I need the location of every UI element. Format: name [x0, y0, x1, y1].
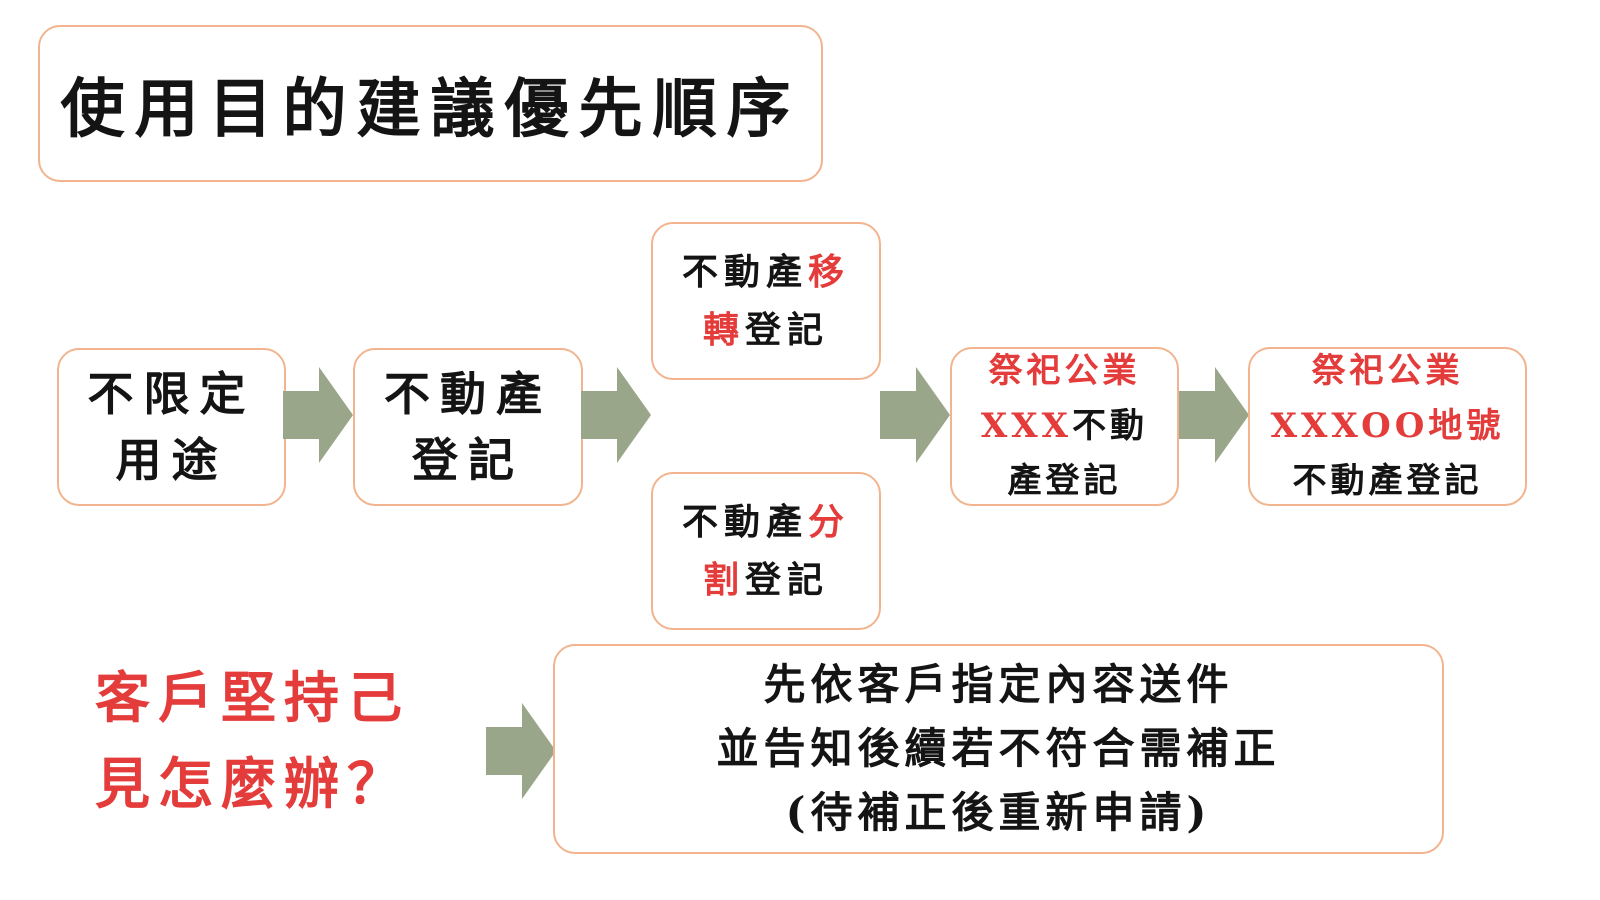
ancestral-trust-lot-registration-box: 祭祀公業 XXXOO地號 不動產登記 — [1248, 347, 1527, 506]
split-line1-text: 不動產 — [681, 501, 808, 543]
customer-question-line2: 見怎麼辦？ — [95, 751, 411, 816]
transfer-line1-highlight: 移 — [808, 251, 851, 293]
transfer-registration-box: 不動產移 轉登記 — [651, 222, 881, 380]
ancestral-trust-lot-line3: 不動產登記 — [1292, 461, 1483, 501]
customer-question: 客戶堅持己 見怎麼辦？ — [95, 655, 455, 827]
ancestral-trust-line3: 產登記 — [1007, 461, 1122, 501]
right-arrow-icon — [880, 367, 950, 463]
split-registration-line2: 割登記 — [703, 551, 829, 609]
right-arrow-icon — [1179, 367, 1249, 463]
split-registration-line1: 不動產分 — [682, 493, 850, 551]
split-line1-highlight: 分 — [808, 501, 851, 543]
real-estate-registration-line1: 不動產 — [384, 367, 552, 421]
advice-line3: (待補正後重新申請) — [785, 788, 1212, 837]
transfer-registration-line2: 轉登記 — [703, 301, 829, 359]
page-title: 使用目的建議優先順序 — [60, 71, 801, 147]
transfer-line2-text: 登記 — [745, 309, 830, 351]
real-estate-registration-line2: 登記 — [412, 433, 524, 487]
ancestral-trust-line2-highlight: XXX — [980, 406, 1073, 446]
customer-question-line1: 客戶堅持己 — [95, 665, 411, 730]
ancestral-trust-line2-text: 不動 — [1072, 406, 1149, 446]
title-box: 使用目的建議優先順序 — [38, 25, 823, 182]
ancestral-trust-lot-line2: XXXOO地號 — [1270, 406, 1505, 446]
right-arrow-icon — [486, 703, 556, 799]
split-registration-box: 不動產分 割登記 — [651, 472, 881, 630]
ancestral-trust-line1: 祭祀公業 — [988, 351, 1141, 391]
transfer-registration-line1: 不動產移 — [682, 243, 850, 301]
split-line2-text: 登記 — [745, 559, 830, 601]
right-arrow-icon — [581, 367, 651, 463]
unrestricted-use-box: 不限定 用途 — [57, 348, 286, 506]
advice-line2: 並告知後續若不符合需補正 — [716, 724, 1281, 773]
right-arrow-icon — [283, 367, 353, 463]
transfer-line1-text: 不動產 — [681, 251, 808, 293]
split-line2-highlight: 割 — [702, 559, 745, 601]
advice-box: 先依客戶指定內容送件 並告知後續若不符合需補正 (待補正後重新申請) — [553, 644, 1444, 854]
ancestral-trust-lot-line1: 祭祀公業 — [1311, 351, 1464, 391]
unrestricted-use-line2: 用途 — [115, 433, 228, 487]
ancestral-trust-registration-box: 祭祀公業 XXX不動 產登記 — [950, 347, 1179, 506]
real-estate-registration-box: 不動產 登記 — [353, 348, 583, 506]
unrestricted-use-line1: 不限定 — [87, 367, 256, 421]
transfer-line2-highlight: 轉 — [702, 309, 745, 351]
ancestral-trust-line2: XXX不動 — [981, 399, 1148, 454]
advice-line1: 先依客戶指定內容送件 — [763, 660, 1234, 709]
